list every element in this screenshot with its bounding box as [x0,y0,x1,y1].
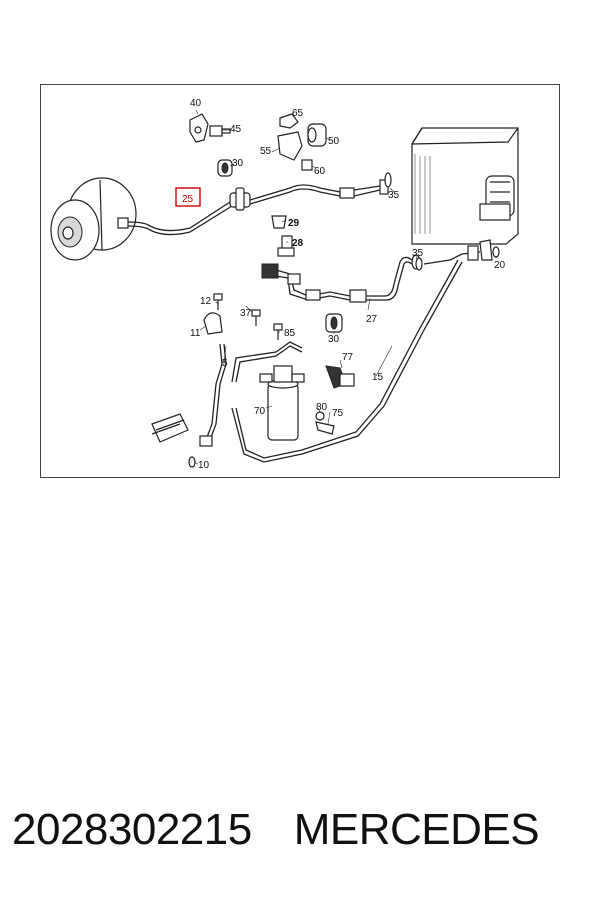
part-number: 2028302215 [12,805,252,854]
label-70: 70 [254,406,266,417]
footer: 2028302215 MERCEDES [12,800,588,860]
label-20: 20 [494,260,506,271]
label-12: 12 [200,296,212,307]
grommet-30-lower [325,313,343,333]
label-80: 80 [316,402,328,413]
sensor-80 [315,411,325,421]
seal-10 [188,456,196,468]
leader-lines [193,109,497,465]
label-45: 45 [230,124,242,135]
switch-75 [315,421,335,435]
diagram-svg: 40 45 65 50 55 60 30 25 35 29 28 35 20 12 37 11 85 30 27 5 7… [40,84,560,478]
grommet-30-upper [217,159,233,177]
label-30a: 30 [232,158,244,169]
condenser-stub [151,413,189,443]
nut-60 [301,159,313,171]
bracket-40 [189,113,209,143]
label-60: 60 [314,166,326,177]
clip-11 [203,312,223,335]
label-28: 28 [292,238,304,249]
brand-name: MERCEDES [293,805,540,854]
label-11: 11 [190,328,201,339]
label-50: 50 [328,136,340,147]
label-30b: 30 [328,334,340,345]
label-55: 55 [260,146,272,157]
label-35b: 35 [412,248,424,259]
clip-65 [279,113,299,129]
receiver-drier-70 [231,341,305,441]
compressor [50,177,137,261]
pressure-switch-77 [325,365,355,389]
valve-29 [271,215,287,229]
label-40: 40 [190,98,202,109]
bracket-55 [277,131,303,161]
suction-hose-25 [127,179,389,236]
clamp-20 [479,239,500,261]
hose-5 [199,343,227,447]
line-15 [231,245,481,463]
screw-85 [273,323,283,340]
label-65: 65 [292,108,304,119]
highlight-box-25 [175,187,201,207]
part-labels: 40 45 65 50 55 60 30 25 35 29 28 35 20 12 37 11 85 30 27 5 7… [182,98,506,471]
label-10: 10 [198,460,210,471]
bolt-12 [213,293,223,310]
label-75: 75 [332,408,344,419]
screw-37 [251,309,261,326]
label-35a: 35 [388,190,400,201]
grommet-50 [307,123,327,147]
label-25: 25 [182,194,194,205]
seal-35-lower [415,257,423,271]
label-77: 77 [342,352,354,363]
evaporator-housing [411,127,519,245]
label-29: 29 [288,218,300,229]
parts-diagram: 40 45 65 50 55 60 30 25 35 29 28 35 20 12 37 11 85 30 27 5 7… [40,84,560,478]
label-5: 5 [222,358,228,369]
bolt-45 [209,125,231,137]
label-27: 27 [366,314,378,325]
label-37: 37 [240,308,252,319]
label-15: 15 [372,372,384,383]
seal-35-upper [384,172,392,188]
valve-28 [277,235,295,257]
label-85: 85 [284,328,296,339]
